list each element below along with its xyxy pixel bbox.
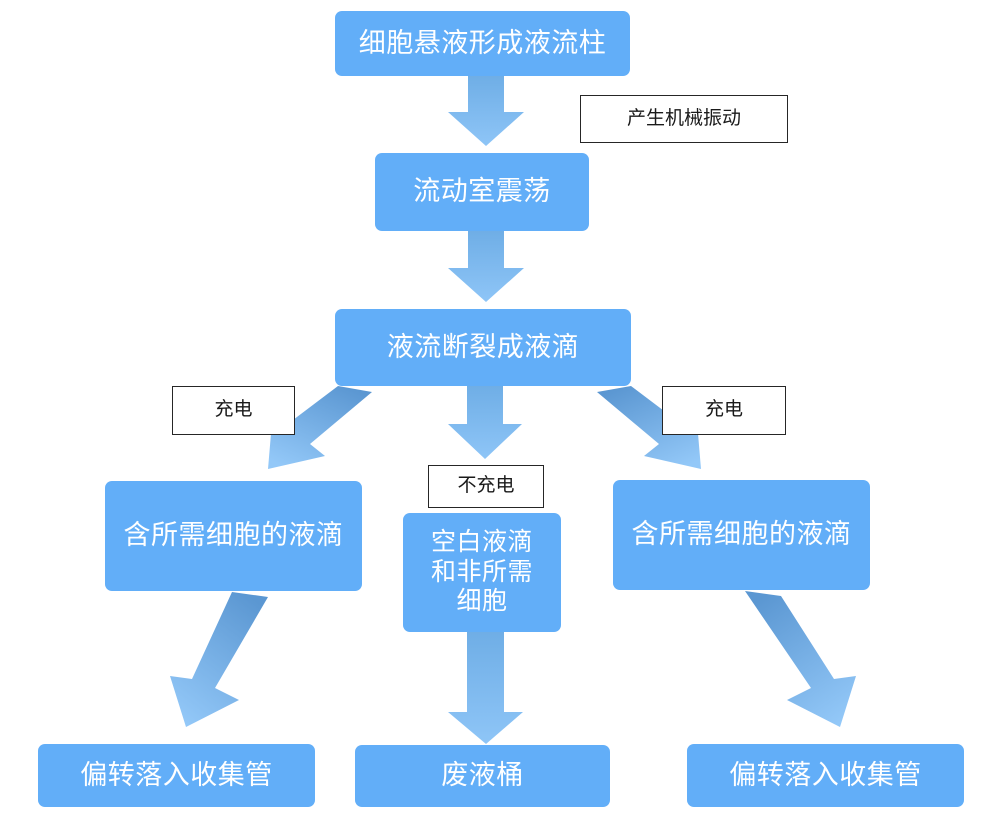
node-droplet-middle-label: 空白液滴 和非所需 细胞 [430, 528, 533, 616]
note-charge-right-label: 充电 [704, 399, 743, 421]
node-droplet-right-label: 含所需细胞的液滴 [631, 519, 852, 550]
arrow-breakup-to-right-droplet [597, 386, 701, 469]
note-no-charge[interactable]: 不充电 [428, 465, 544, 508]
arrow-middle-droplet-to-waste [448, 632, 523, 744]
node-collect-left[interactable]: 偏转落入收集管 [38, 744, 315, 807]
node-stream[interactable]: 细胞悬液形成液流柱 [335, 11, 630, 76]
node-droplet-left[interactable]: 含所需细胞的液滴 [105, 481, 362, 591]
note-vibration-label: 产生机械振动 [626, 107, 741, 129]
arrow-right-droplet-to-collect-right [745, 591, 856, 727]
node-oscillate[interactable]: 流动室震荡 [375, 153, 589, 231]
arrow-breakup-to-middle-droplet [448, 386, 522, 459]
node-breakup-label: 液流断裂成液滴 [386, 331, 580, 362]
node-droplet-right[interactable]: 含所需细胞的液滴 [613, 480, 870, 590]
node-waste[interactable]: 废液桶 [355, 745, 610, 807]
arrow-oscillate-to-breakup [448, 231, 524, 302]
node-oscillate-label: 流动室震荡 [413, 176, 551, 207]
note-no-charge-label: 不充电 [457, 475, 515, 497]
node-waste-label: 废液桶 [441, 760, 524, 791]
arrow-breakup-to-left-droplet [268, 386, 372, 469]
note-charge-left-label: 充电 [214, 399, 253, 421]
node-collect-right-label: 偏转落入收集管 [729, 759, 922, 790]
arrow-left-droplet-to-collect-left [170, 592, 268, 727]
node-droplet-middle[interactable]: 空白液滴 和非所需 细胞 [403, 513, 561, 632]
node-breakup[interactable]: 液流断裂成液滴 [335, 309, 631, 386]
note-vibration[interactable]: 产生机械振动 [580, 95, 788, 143]
node-collect-left-label: 偏转落入收集管 [80, 759, 273, 790]
note-charge-right[interactable]: 充电 [662, 386, 786, 435]
node-droplet-left-label: 含所需细胞的液滴 [123, 520, 344, 551]
note-charge-left[interactable]: 充电 [172, 386, 295, 435]
node-stream-label: 细胞悬液形成液流柱 [358, 27, 607, 58]
arrow-stream-to-oscillate [448, 76, 524, 146]
node-collect-right[interactable]: 偏转落入收集管 [687, 744, 964, 807]
